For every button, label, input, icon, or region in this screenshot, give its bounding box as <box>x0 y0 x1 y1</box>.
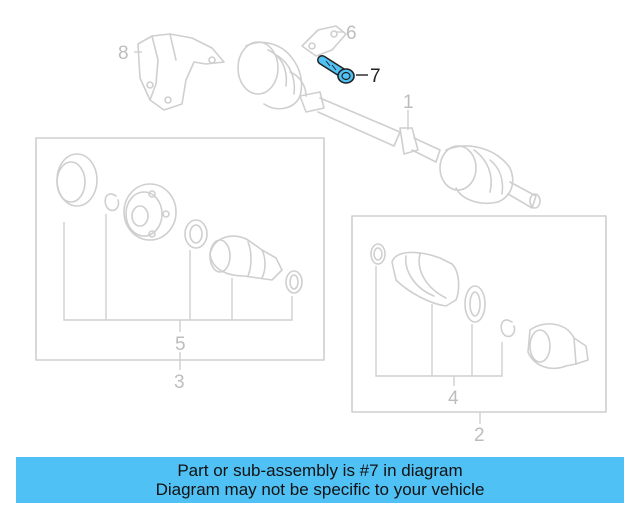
callout-3[interactable]: 3 <box>174 372 185 393</box>
axle-shaft-part-1 <box>237 41 541 209</box>
parts-diagram: 8 6 7 1 5 3 4 2 <box>35 23 607 446</box>
outer-joint-box-part-2 <box>351 215 607 424</box>
callout-7[interactable]: 7 <box>370 66 381 87</box>
callout-1[interactable]: 1 <box>403 92 414 113</box>
lock-plate-part-6 <box>301 25 347 57</box>
callout-2[interactable]: 2 <box>474 425 485 446</box>
banner-line-1: Part or sub-assembly is #7 in diagram <box>177 461 463 480</box>
info-banner: Part or sub-assembly is #7 in diagram Di… <box>16 457 624 503</box>
banner-line-2: Diagram may not be specific to your vehi… <box>155 480 485 499</box>
callout-6[interactable]: 6 <box>346 23 357 44</box>
callout-4[interactable]: 4 <box>448 388 459 409</box>
bolt-part-7 <box>317 55 355 84</box>
callout-8[interactable]: 8 <box>118 43 129 64</box>
callout-5[interactable]: 5 <box>175 334 186 355</box>
inner-joint-box-part-3 <box>35 137 325 370</box>
heat-shield-part-8 <box>137 33 225 111</box>
